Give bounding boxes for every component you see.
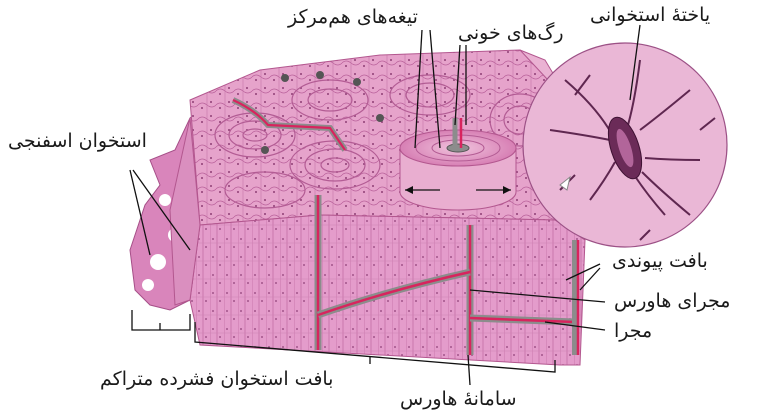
label-lamellae: تیغه‌های هم‌مرکز <box>288 6 418 28</box>
label-haversian-system: سامانهٔ هاورس <box>400 388 517 410</box>
label-compact-bone: بافت استخوان فشرده متراکم <box>100 368 333 390</box>
label-canal: مجرا <box>614 320 652 342</box>
bone-cell-zoom <box>523 43 727 247</box>
label-bone-cell: یاختهٔ استخوانی <box>590 4 710 26</box>
label-blood-vessels: رگ‌های خونی <box>458 22 564 44</box>
bone-top-surface <box>190 50 575 225</box>
label-connective-tissue: بافت پیوندی <box>612 250 708 272</box>
label-spongy-bone: استخوان اسفنجی <box>8 130 147 152</box>
label-haversian-canal: مجرای هاورس <box>614 290 730 312</box>
